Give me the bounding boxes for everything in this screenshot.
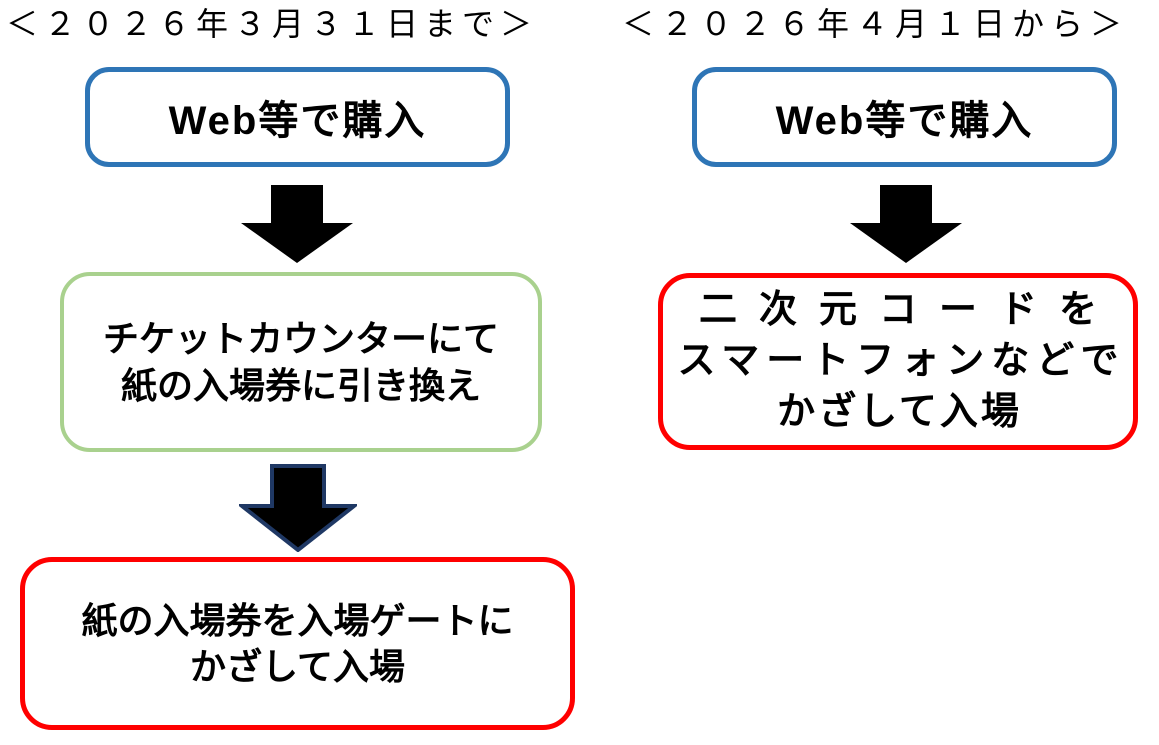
step-label-line: 二次元コードを (698, 289, 1119, 331)
down-arrow-icon (850, 185, 962, 263)
step-box-qr-code-entry: 二次元コードを スマートフォンなどで かざして入場 (658, 273, 1138, 450)
step-label-line: かざして入場 (777, 391, 1022, 433)
step-box-ticket-counter: チケットカウンターにて 紙の入場券に引き換え (60, 272, 542, 452)
flow-title-after: ＜２０２６年４月１日から＞ (622, 6, 1130, 42)
step-label-line: チケットカウンターにて (102, 318, 499, 359)
step-label: Web等で購入 (775, 99, 1034, 143)
step-label-line: かざして入場 (190, 645, 405, 687)
down-arrow-icon (241, 185, 353, 263)
step-box-web-purchase-right: Web等で購入 (692, 67, 1117, 167)
step-box-web-purchase-left: Web等で購入 (85, 67, 510, 167)
step-label: Web等で購入 (168, 99, 427, 143)
step-box-paper-ticket-gate: 紙の入場券を入場ゲートに かざして入場 (20, 557, 575, 730)
flow-title-before: ＜２０２６年３月３１日まで＞ (6, 6, 539, 42)
step-label-line: スマートフォンなどで (677, 340, 1126, 382)
down-arrow-outlined-icon (239, 464, 357, 552)
step-label-line: 紙の入場券を入場ゲートに (81, 599, 514, 641)
step-label-line: 紙の入場券に引き換え (120, 365, 481, 406)
